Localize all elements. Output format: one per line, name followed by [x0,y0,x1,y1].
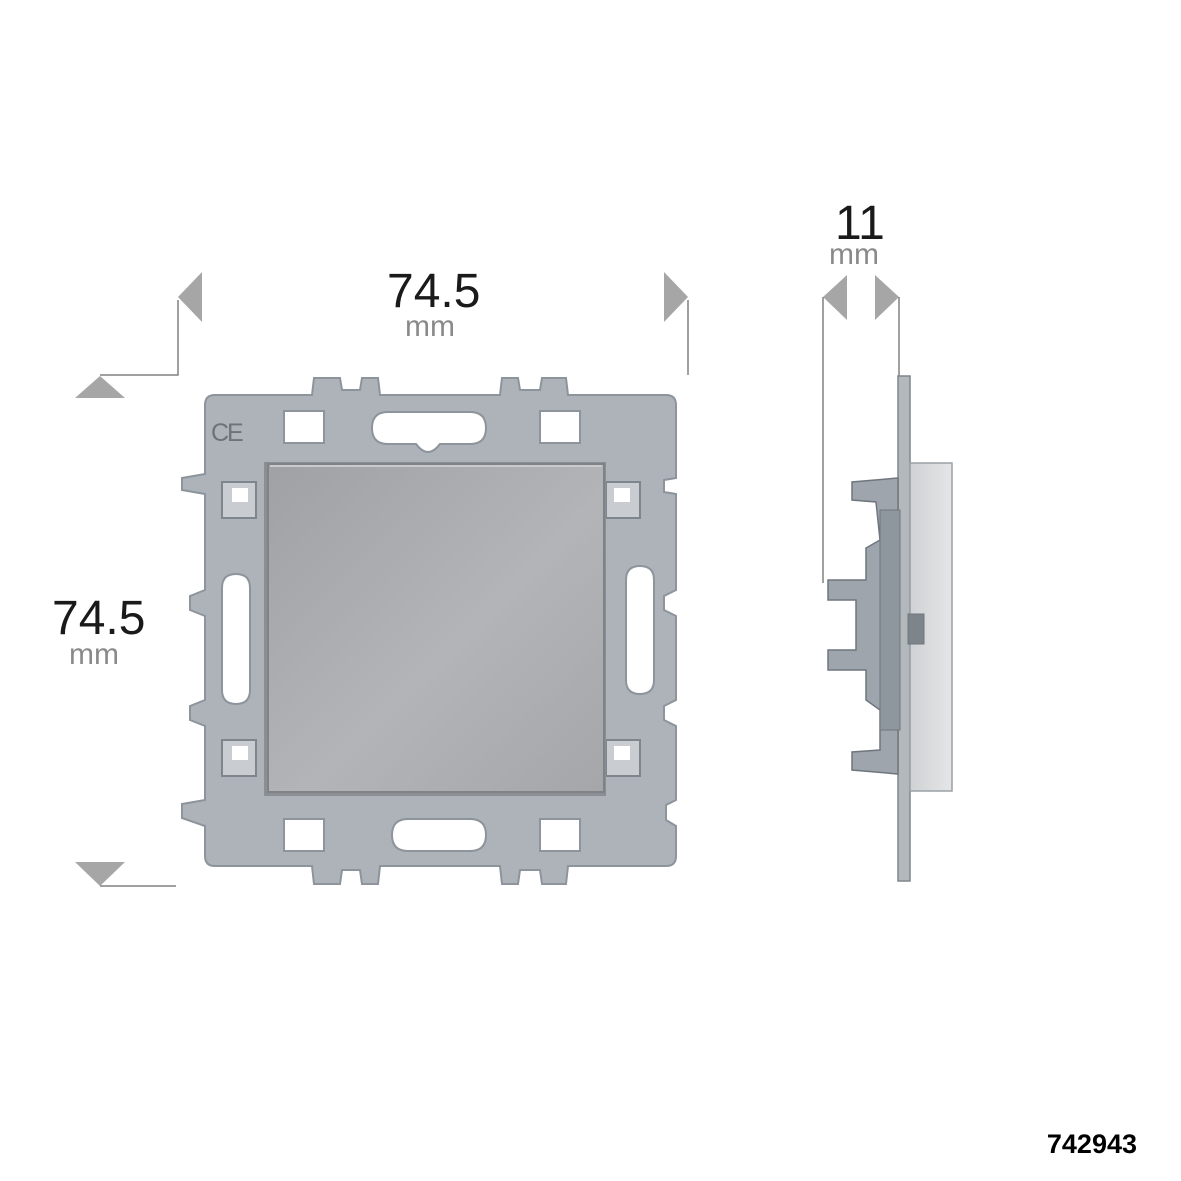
depth-dimension-unit: mm [829,238,879,271]
width-left-extension-line [100,300,179,376]
frame-keyhole-slot [625,564,655,696]
side-mechanism-block [879,509,901,731]
height-bottom-arrow [75,862,125,886]
frame-window [283,410,325,444]
height-dimension-value: 74.5 [52,592,146,645]
frame-window [539,410,581,444]
frame-window [283,818,325,852]
frame-window [539,818,581,852]
product-code: 742943 [1046,1129,1137,1159]
height-dimension-unit: mm [69,638,119,671]
side-view [827,375,953,882]
side-latch [907,613,925,645]
depth-dimension-value: 11 [835,197,885,250]
rocker-cover [264,462,606,796]
height-top-arrow [75,376,125,398]
width-dimension [100,272,689,376]
frame-keyhole-slot [221,572,251,706]
width-dimension-unit: mm [405,310,455,343]
width-right-arrow [664,272,688,322]
ce-mark: CE [211,419,244,447]
height-dimension [75,376,176,887]
rocker-face [267,463,605,793]
depth-right-arrow [875,275,899,320]
frame-keyhole-slot [390,818,488,852]
depth-left-arrow [823,275,847,320]
frame-keyhole-slot [370,411,488,454]
depth-dimension [822,275,900,583]
width-dimension-value: 74.5 [387,265,481,318]
width-left-arrow [178,272,202,322]
